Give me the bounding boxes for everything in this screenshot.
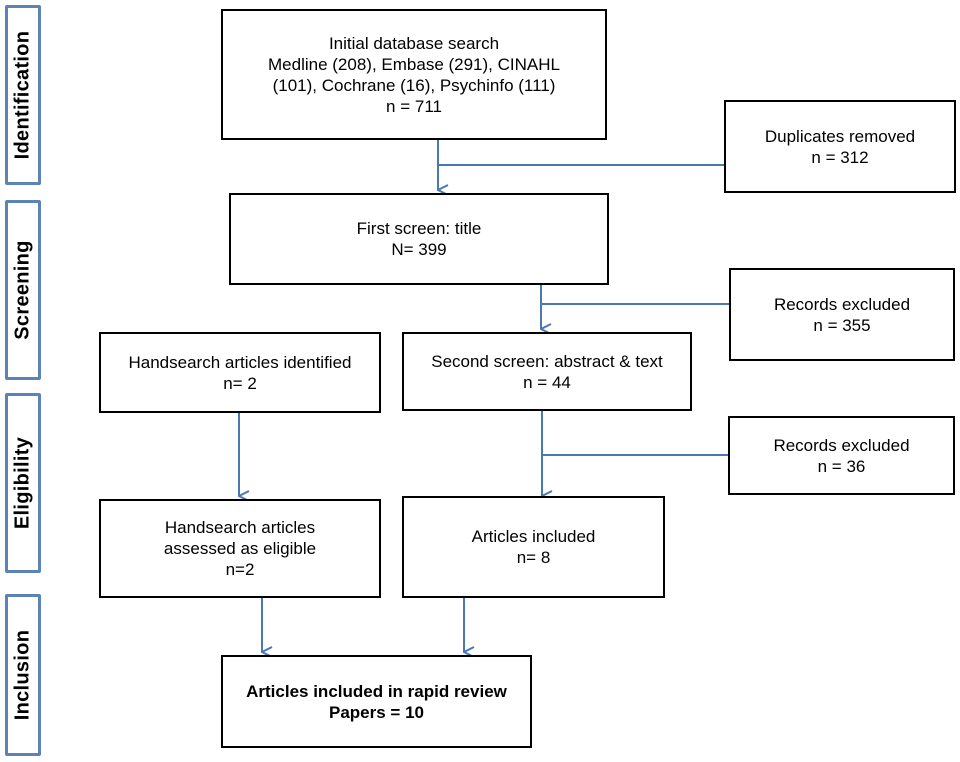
- box-line: Articles included: [471, 527, 596, 546]
- initial-search-box: Initial database search Medline (208), E…: [221, 9, 607, 140]
- first-screen-box: First screen: title N= 399: [229, 193, 609, 285]
- records-excluded-2-box: Records excluded n = 36: [728, 416, 955, 495]
- box-line: n = 711: [386, 96, 442, 116]
- box-line: Articles included in rapid review: [246, 681, 507, 701]
- box-line: First screen: title: [356, 219, 482, 238]
- handsearch-eligible-box: Handsearch articles assessed as eligible…: [99, 499, 381, 598]
- box-line: n= 8: [516, 548, 551, 567]
- rapid-review-box: Articles included in rapid review Papers…: [221, 655, 532, 748]
- box-line: Medline (208), Embase (291), CINAHL: [268, 54, 560, 74]
- box-line: Records excluded: [773, 435, 910, 455]
- box-line: Initial database search: [328, 33, 500, 53]
- box-line: N= 399: [391, 240, 447, 259]
- box-line: n = 355: [813, 315, 871, 335]
- box-line: Handsearch articles: [164, 518, 316, 537]
- phase-identification: Identification: [5, 5, 41, 185]
- box-line: Papers = 10: [329, 702, 424, 722]
- phase-inclusion: Inclusion: [5, 594, 41, 756]
- duplicates-removed-box: Duplicates removed n = 312: [724, 100, 956, 193]
- box-line: Second screen: abstract & text: [431, 351, 663, 371]
- box-line: n = 36: [817, 456, 866, 476]
- box-line: n=2: [225, 560, 255, 579]
- handsearch-identified-box: Handsearch articles identified n= 2: [99, 332, 381, 413]
- second-screen-box: Second screen: abstract & text n = 44: [402, 332, 692, 411]
- box-line: (101), Cochrane (16), Psychinfo (111): [272, 75, 556, 95]
- box-line: Records excluded: [773, 294, 911, 314]
- phase-eligibility: Eligibility: [5, 393, 41, 573]
- phase-screening: Screening: [5, 200, 41, 380]
- box-line: n = 44: [523, 372, 571, 392]
- records-excluded-1-box: Records excluded n = 355: [729, 268, 955, 361]
- articles-included-box: Articles included n= 8: [402, 496, 665, 598]
- box-line: Handsearch articles identified: [128, 352, 352, 372]
- box-line: assessed as eligible: [163, 539, 317, 558]
- box-line: n = 312: [811, 147, 869, 167]
- box-line: n= 2: [223, 373, 257, 393]
- box-line: Duplicates removed: [764, 126, 916, 146]
